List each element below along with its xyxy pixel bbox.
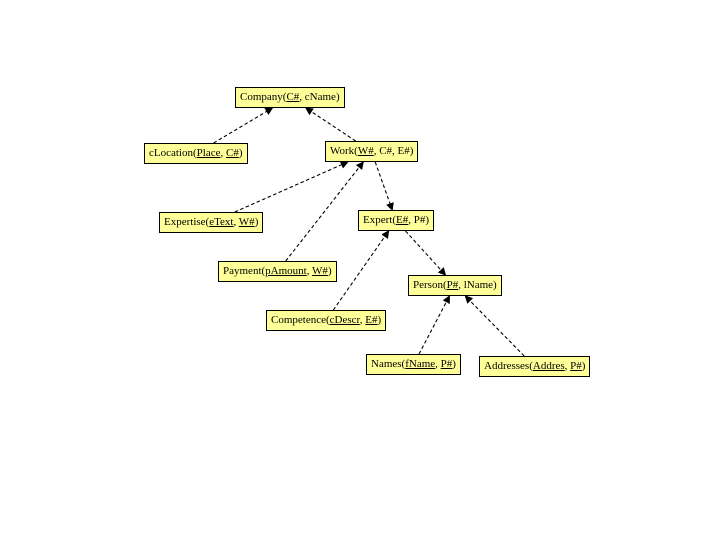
label-text: , (435, 358, 441, 370)
label-text: , C#, E#) (373, 145, 414, 157)
arrow-clocation-to-company (213, 107, 274, 144)
label-text: , P#) (408, 214, 429, 226)
entity-expert: Expert(E#, P#) (358, 210, 434, 231)
key-attribute: C# (225, 147, 239, 159)
label-text: ) (327, 265, 332, 277)
label-text: , (359, 314, 366, 326)
entity-clocation: cLocation(Place, C#) (144, 143, 248, 164)
entity-competence: Competence(cDescr, E#) (266, 310, 387, 331)
label-text: , (564, 360, 571, 372)
label-text: , (306, 265, 313, 277)
label-text: , (220, 147, 226, 159)
key-attribute: pAmount (265, 265, 307, 277)
key-attribute: eText (209, 216, 234, 228)
key-attribute: P# (440, 358, 453, 370)
arrow-competence-to-expert (332, 230, 390, 311)
arrow-work-to-expert (374, 161, 394, 211)
label-text: , lName) (458, 279, 497, 291)
key-attribute: Place (196, 147, 221, 159)
label-text: ) (452, 358, 456, 370)
key-attribute: E# (365, 314, 378, 326)
key-attribute: P# (446, 279, 459, 291)
label-text: Competence( (271, 314, 330, 326)
entity-addresses: Addresses(Addres, P#) (479, 356, 591, 377)
arrow-addresses-to-person (464, 295, 525, 357)
label-text: ) (377, 314, 382, 326)
arrow-expertise-to-work (234, 161, 349, 213)
label-text: ) (238, 147, 243, 159)
label-text: , (233, 216, 239, 228)
key-attribute: P# (570, 360, 582, 372)
arrow-payment-to-work (285, 161, 364, 262)
entity-person: Person(P#, lName) (408, 275, 502, 296)
label-text: Addresses( (484, 360, 533, 372)
entity-payment: Payment(pAmount, W#) (218, 261, 337, 282)
label-text: ) (254, 216, 259, 228)
key-attribute: W# (238, 216, 255, 228)
label-text: Names( (371, 358, 406, 370)
label-text: Person( (413, 279, 447, 291)
label-text: Work( (330, 145, 358, 157)
entity-expertise: Expertise(eText, W#) (159, 212, 264, 233)
label-text: cLocation( (149, 147, 197, 159)
entity-work: Work(W#, C#, E#) (325, 141, 419, 162)
arrow-work-to-company (305, 107, 356, 142)
label-text: ) (581, 360, 586, 372)
key-attribute: W# (357, 145, 374, 157)
key-attribute: fName (405, 358, 436, 370)
entity-names: Names(fName, P#) (366, 354, 461, 375)
label-text: Payment( (223, 265, 266, 277)
key-attribute: W# (312, 265, 328, 277)
label-text: Expertise( (164, 216, 210, 228)
key-attribute: Addres (532, 360, 565, 372)
arrow-expert-to-person (405, 230, 447, 276)
label-text: , cName) (299, 91, 340, 103)
key-attribute: C# (286, 91, 300, 103)
key-attribute: cDescr (329, 314, 360, 326)
arrow-names-to-person (418, 295, 450, 355)
key-attribute: E# (395, 214, 409, 226)
label-text: Company( (240, 91, 287, 103)
entity-company: Company(C#, cName) (235, 87, 345, 108)
label-text: Expert( (363, 214, 396, 226)
